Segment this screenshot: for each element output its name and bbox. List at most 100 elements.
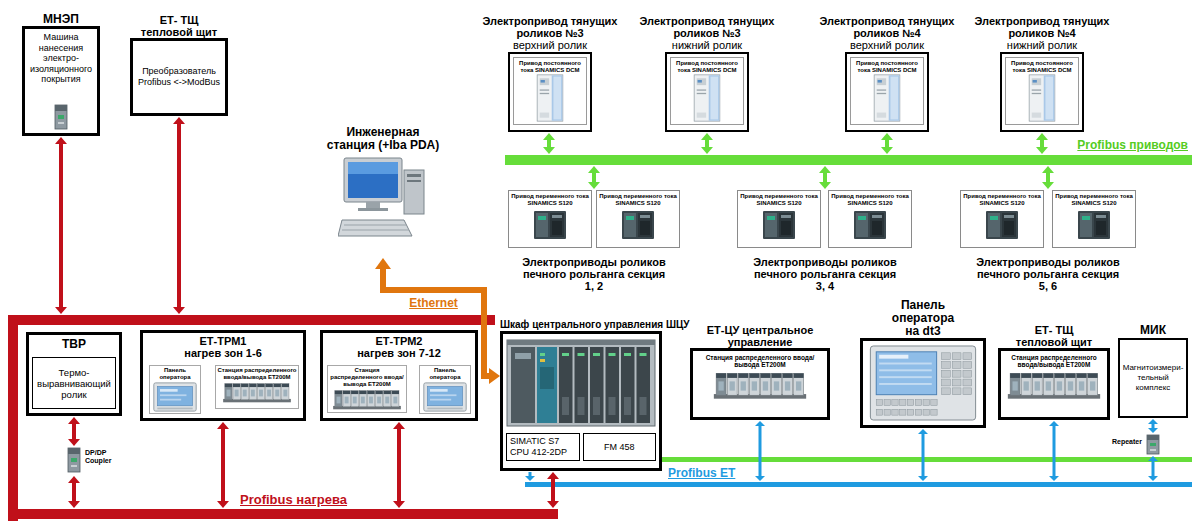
icon-shape xyxy=(344,158,402,202)
icon-shape xyxy=(540,89,549,90)
node-heading: МНЭП xyxy=(21,13,101,26)
arrowhead xyxy=(55,307,67,314)
arrowhead xyxy=(755,421,765,426)
device-caption: Привод переменного тока SINAMICS S120 xyxy=(963,193,1041,207)
icon-shape xyxy=(923,400,929,406)
icon-shape xyxy=(160,389,178,392)
icon-shape xyxy=(877,93,886,94)
bus-label: Profibus ET xyxy=(668,466,735,480)
arrowhead xyxy=(881,147,893,154)
arrowhead xyxy=(1049,421,1059,426)
icon-shape xyxy=(152,382,198,412)
icon-shape xyxy=(562,353,569,356)
dc-drive-box: Электропривод тянущих роликов №4верхний … xyxy=(845,52,929,132)
icon-shape xyxy=(942,370,951,377)
icon-shape xyxy=(1077,373,1087,378)
icon-shape xyxy=(392,390,399,393)
icon-shape xyxy=(783,373,793,395)
arrowhead xyxy=(755,476,765,481)
icon-shape xyxy=(1035,381,1040,390)
device-caption: Привод переменного тока SINAMICS S120 xyxy=(740,193,818,207)
arrowhead xyxy=(1148,419,1158,424)
ac-drive-box: Привод переменного тока SINAMICS S120 xyxy=(508,190,592,248)
icon-shape xyxy=(1010,373,1020,395)
bus-tap-line xyxy=(1053,425,1056,477)
icon-shape xyxy=(1004,215,1014,218)
icon-shape xyxy=(507,340,655,345)
icon-shape xyxy=(530,74,570,122)
icon-shape xyxy=(931,409,937,415)
icon-shape xyxy=(220,382,294,404)
icon-shape xyxy=(774,381,779,390)
s120-icon xyxy=(840,209,900,241)
ac-drive-box: Привод переменного тока SINAMICS S120 xyxy=(960,190,1044,248)
pc-icon xyxy=(338,156,428,242)
icon-shape xyxy=(1022,74,1062,122)
arrowhead xyxy=(543,147,555,154)
bus-tap-line xyxy=(551,478,555,502)
icon-shape xyxy=(765,213,777,237)
icon-shape xyxy=(1066,373,1076,395)
icon-shape xyxy=(58,115,64,119)
arrowhead xyxy=(1148,428,1158,433)
icon-shape xyxy=(779,213,793,237)
bus-tap xyxy=(1148,419,1158,433)
bus-tap-line xyxy=(547,139,551,148)
arrowhead xyxy=(1042,166,1054,173)
arrowhead xyxy=(525,476,535,481)
bus-tap-line xyxy=(823,172,827,183)
operator-panel: Панель оператора xyxy=(419,365,471,414)
device-label: Repeater xyxy=(1112,438,1142,446)
icon-shape xyxy=(384,390,391,393)
icon-shape xyxy=(1032,93,1041,94)
icon-shape xyxy=(907,409,913,415)
icon-shape xyxy=(1094,213,1108,237)
arrowhead xyxy=(918,429,928,434)
icon-shape xyxy=(1004,371,1104,401)
icon-shape xyxy=(507,340,655,426)
node-heading: Шкаф центрального управления ШЦУ xyxy=(500,319,689,331)
icon-shape xyxy=(794,373,804,378)
icon-shape xyxy=(972,209,1032,241)
icon-shape xyxy=(952,388,961,395)
icon-shape xyxy=(154,383,196,411)
icon-shape xyxy=(1010,373,1020,378)
dcm-icon xyxy=(867,74,907,122)
module-label-row: SIMATIC S7 CPU 412-2DPFM 458 xyxy=(506,433,656,461)
icon-shape xyxy=(1021,373,1031,378)
converter-label: Преобразователь Profibus <->ModBus xyxy=(135,66,223,88)
dc-drive-box: Электропривод тянущих роликов №3верхний … xyxy=(508,52,592,132)
drive-title: Электропривод тянущих роликов №3 xyxy=(632,15,782,39)
icon-shape xyxy=(384,390,391,406)
arrowhead xyxy=(1148,456,1158,461)
roller-box: ТВРТермо- выравнивающий ролик xyxy=(26,332,122,416)
icon-shape xyxy=(716,373,726,378)
node-heading: Панель оператора на dt3 xyxy=(887,299,959,338)
device-caption: Панель оператора xyxy=(151,367,199,381)
icon-shape xyxy=(1068,381,1073,390)
icon-shape xyxy=(359,390,366,406)
heating-bus xyxy=(8,509,558,519)
icon-shape xyxy=(1004,221,1014,235)
icon-shape xyxy=(251,389,255,396)
icon-shape xyxy=(282,383,289,386)
icon-shape xyxy=(227,389,231,396)
device-caption: Панель оператора xyxy=(421,367,469,381)
icon-shape xyxy=(878,80,882,83)
icon-shape xyxy=(511,347,535,423)
icon-shape xyxy=(1043,373,1053,378)
drive-subtitle: верхний ролик xyxy=(475,39,625,51)
icon-shape xyxy=(367,390,374,406)
icon-shape xyxy=(1045,76,1053,119)
icon-shape xyxy=(727,373,737,395)
bus-tap-line xyxy=(885,139,889,148)
heading-group: ЕТ-ЦУ центральное управление xyxy=(700,324,820,348)
edge-label: Ethernet xyxy=(409,296,458,310)
icon-shape xyxy=(540,353,545,356)
repeater-port xyxy=(1150,449,1156,451)
group-caption: Электроприводы роликов печного рольганга… xyxy=(519,256,669,292)
arrowhead xyxy=(547,472,559,479)
icon-shape xyxy=(727,373,737,378)
icon-shape xyxy=(884,400,890,406)
